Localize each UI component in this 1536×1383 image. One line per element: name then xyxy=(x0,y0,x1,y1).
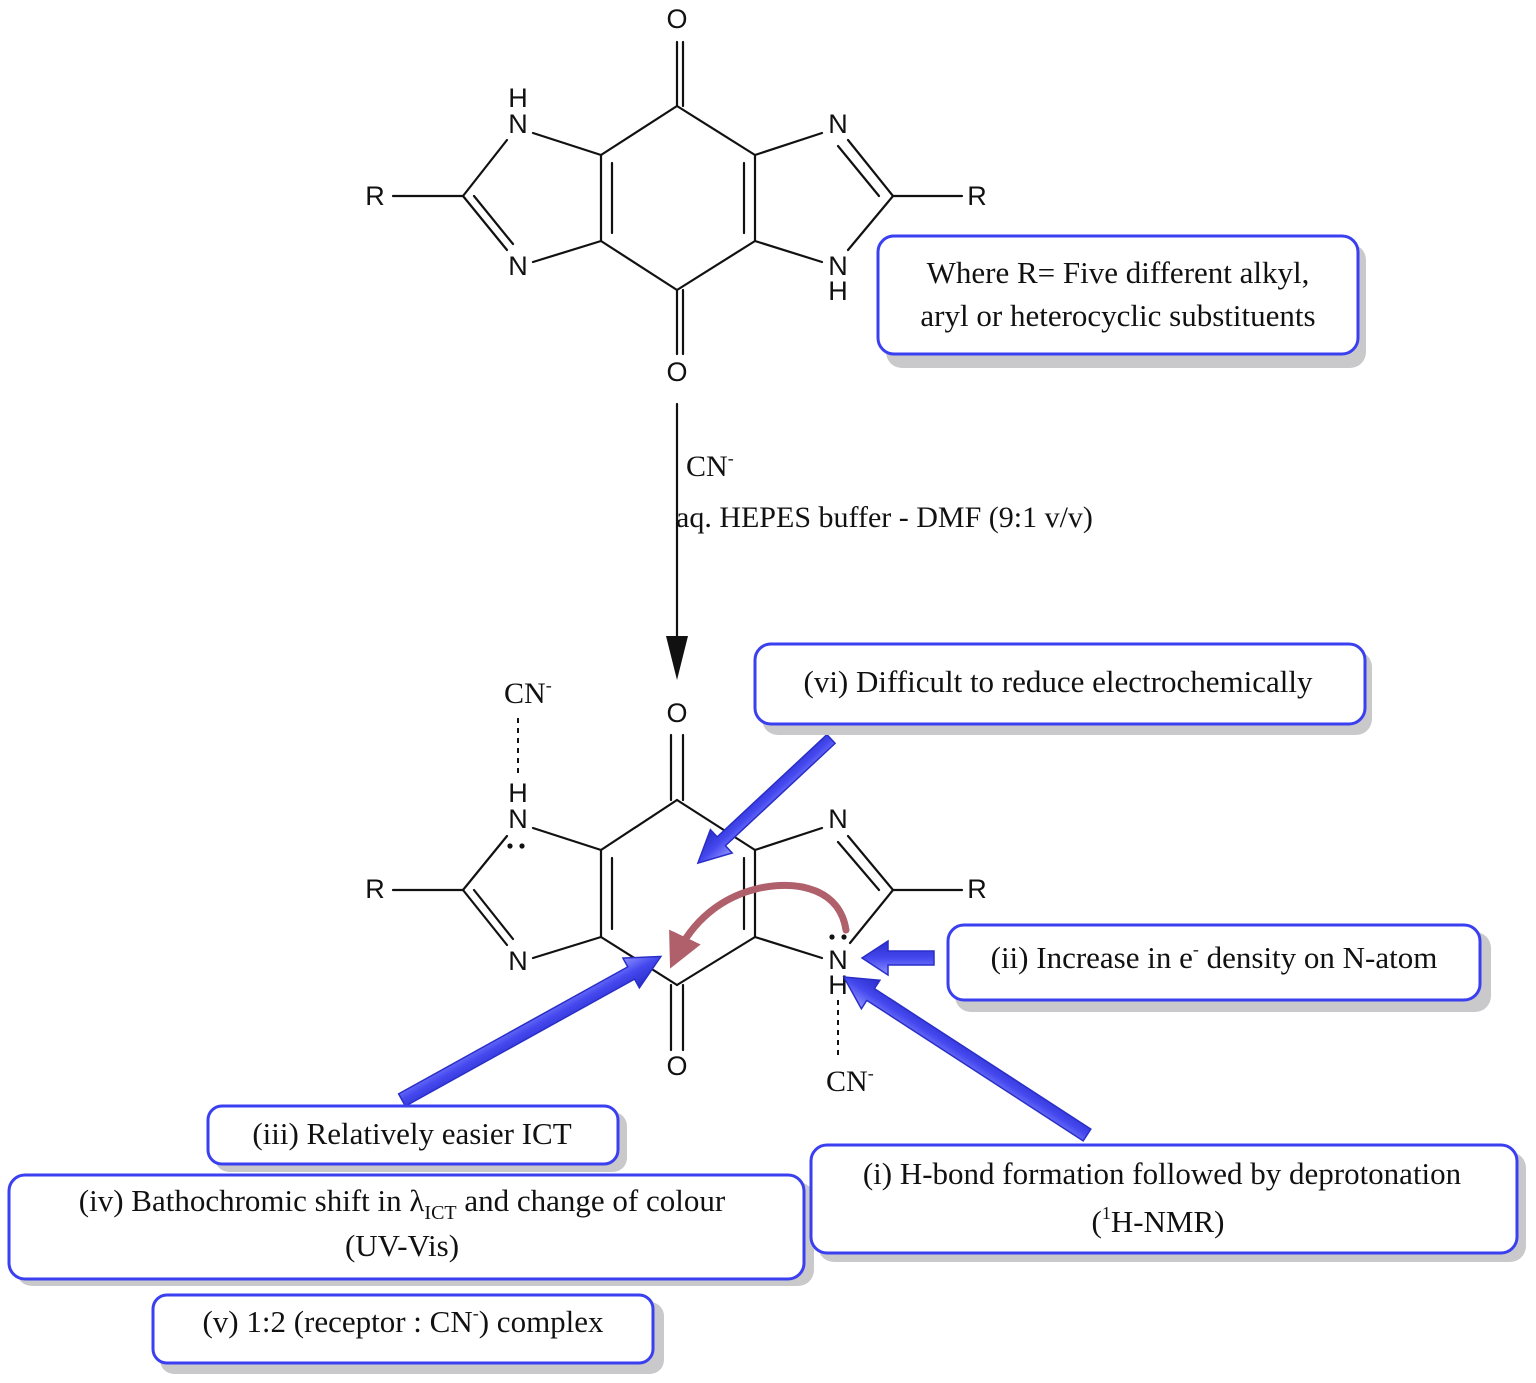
reaction-arrow-head xyxy=(666,636,688,680)
note-i-line1: (i) H-bond formation followed by deproto… xyxy=(863,1156,1462,1191)
arrow-ii xyxy=(860,939,935,977)
note-ii: (ii) Increase in e- density on N-atom xyxy=(946,923,1491,1012)
reaction-arrow: CN- aq. HEPES buffer - DMF (9:1 v/v) xyxy=(666,402,1093,680)
reactant-bonds xyxy=(391,40,964,356)
reactant-r-right: R xyxy=(967,181,987,211)
reactant-nh-right-n: N xyxy=(828,251,848,281)
product-nh-left-h: H xyxy=(508,778,528,808)
cyanide-top: CN- xyxy=(504,675,552,710)
note-v: (v) 1:2 (receptor : CN-) complex xyxy=(151,1293,664,1374)
product-structure: O O H N N N N H R R CN- CN- xyxy=(365,675,987,1098)
reactant-structure: O O H N N N N H R R xyxy=(365,4,987,387)
note-vi-text: (vi) Difficult to reduce electrochemical… xyxy=(804,664,1313,699)
note-v-text: (v) 1:2 (receptor : CN-) complex xyxy=(202,1303,604,1339)
note-iv: (iv) Bathochromic shift in λICT and chan… xyxy=(7,1173,814,1286)
reactant-o-top: O xyxy=(666,4,687,34)
lone-pair-right xyxy=(829,934,835,940)
product-nh-left-n: N xyxy=(508,804,528,834)
product-bonds xyxy=(391,733,964,1052)
product-n-right: N xyxy=(828,804,848,834)
arrow-iii xyxy=(397,955,663,1108)
reaction-reagent: CN- xyxy=(686,448,734,483)
product-r-right: R xyxy=(967,874,987,904)
note-iv-line2: (UV-Vis) xyxy=(345,1228,459,1263)
reactant-n-right: N xyxy=(828,109,848,139)
product-n-left: N xyxy=(508,946,528,976)
reactant-nh-right-h: H xyxy=(828,276,848,306)
note-iii: (iii) Relatively easier ICT xyxy=(206,1104,627,1172)
reactant-nh-left-h: H xyxy=(508,83,528,113)
note-ii-text: (ii) Increase in e- density on N-atom xyxy=(991,939,1438,975)
product-nh-right-h: H xyxy=(828,970,848,1000)
reactant-r-left: R xyxy=(365,181,385,211)
note-iv-line1: (iv) Bathochromic shift in λICT and chan… xyxy=(79,1183,726,1224)
product-nh-right-n: N xyxy=(828,945,848,975)
reactant-nh-left-n: N xyxy=(508,109,528,139)
note-i: (i) H-bond formation followed by deproto… xyxy=(809,1143,1526,1262)
reaction-conditions: aq. HEPES buffer - DMF (9:1 v/v) xyxy=(676,501,1093,534)
cyanide-bottom: CN- xyxy=(826,1063,874,1098)
substituent-note: Where R= Five different alkyl, aryl or h… xyxy=(876,234,1366,368)
substituent-note-line2: aryl or heterocyclic substituents xyxy=(920,298,1315,333)
product-o-bottom: O xyxy=(666,1051,687,1081)
reactant-n-left: N xyxy=(508,251,528,281)
substituent-note-line1: Where R= Five different alkyl, xyxy=(927,255,1310,290)
note-i-line2: (1H-NMR) xyxy=(1092,1203,1225,1239)
arrow-i xyxy=(842,976,1092,1142)
note-iii-text: (iii) Relatively easier ICT xyxy=(252,1116,571,1151)
lone-pair-left xyxy=(507,843,513,849)
blue-arrows xyxy=(397,733,1092,1142)
product-r-left: R xyxy=(365,874,385,904)
product-o-top: O xyxy=(666,698,687,728)
note-vi: (vi) Difficult to reduce electrochemical… xyxy=(753,642,1372,735)
reactant-o-bottom: O xyxy=(666,357,687,387)
arrow-vi xyxy=(696,733,837,865)
electron-push-arrow xyxy=(669,882,850,969)
